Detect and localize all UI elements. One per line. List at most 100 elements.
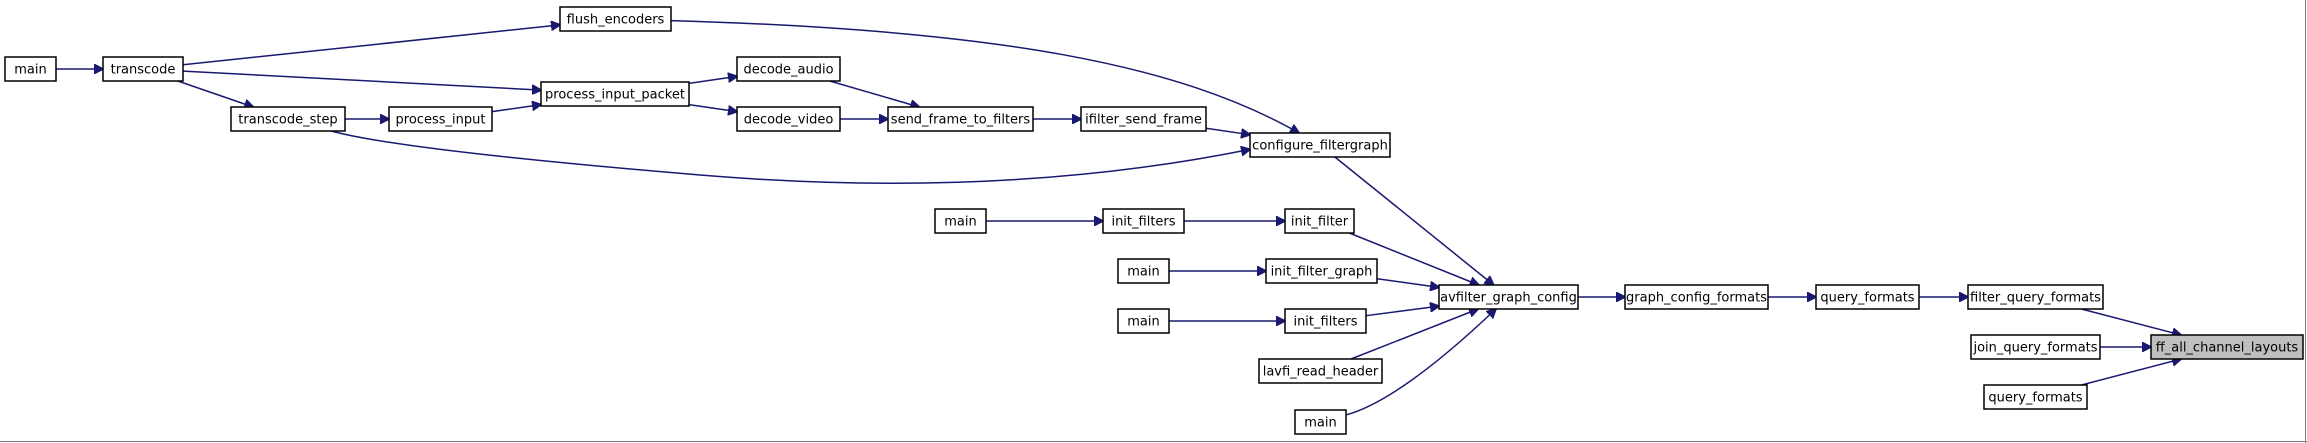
node-flush-encoders[interactable]: flush_encoders: [559, 6, 672, 32]
edge-lavfi-read-header-to-avfilter-graph-config: [1350, 309, 1478, 360]
node-graph-config-formats[interactable]: graph_config_formats: [1624, 284, 1769, 310]
node-label: join_query_formats: [1972, 341, 2097, 356]
node-box: [1438, 284, 1579, 310]
node-box: [736, 56, 841, 82]
node-box: [540, 81, 690, 107]
edge-init-filters-2-to-avfilter-graph-config: [1365, 306, 1439, 317]
node-init-filters-1[interactable]: init_filters: [1102, 208, 1185, 234]
edge-init-filter-to-avfilter-graph-config: [1349, 232, 1478, 285]
node-label: main: [14, 63, 46, 78]
edge-process-input-to-process-input-packet: [491, 105, 541, 113]
node-box: [230, 106, 346, 132]
node-label: avfilter_graph_config: [1440, 291, 1577, 306]
edge-main-5-to-avfilter-graph-config: [1345, 309, 1496, 416]
edge-transcode-step-to-configure-filtergraph: [331, 130, 1250, 185]
edge-transcode-to-flush-encoders: [182, 25, 560, 66]
node-box: [1102, 208, 1185, 234]
node-label: init_filter_graph: [1271, 265, 1373, 280]
node-process-input-packet[interactable]: process_input_packet: [540, 81, 690, 107]
edges-layer: [56, 19, 2181, 416]
node-decode-video[interactable]: decode_video: [736, 106, 841, 132]
edge-filter-query-formats-to-ff-all-channel-layouts: [2081, 308, 2181, 335]
node-join-query-formats[interactable]: join_query_formats: [1970, 334, 2101, 360]
node-query-formats-2[interactable]: query_formats: [1983, 384, 2088, 410]
node-box: [887, 106, 1034, 132]
node-label: init_filters: [1111, 215, 1175, 230]
node-label: ff_all_channel_layouts: [2156, 341, 2299, 356]
node-box: [1258, 358, 1383, 384]
node-main-5[interactable]: main: [1294, 409, 1347, 435]
node-box: [1624, 284, 1769, 310]
node-main-2[interactable]: main: [934, 208, 987, 234]
node-box: [559, 6, 672, 32]
node-box: [102, 56, 184, 82]
node-label: main: [1127, 265, 1159, 280]
node-main-1[interactable]: main: [4, 56, 57, 82]
node-decode-audio[interactable]: decode_audio: [736, 56, 841, 82]
edge-flush-encoders-to-configure-filtergraph: [670, 19, 1299, 133]
node-label: decode_video: [744, 113, 834, 128]
node-avfilter-graph-config[interactable]: avfilter_graph_config: [1438, 284, 1579, 310]
node-init-filter[interactable]: init_filter: [1284, 208, 1355, 234]
edge-decode-audio-to-send-frame-to-filters: [829, 80, 919, 107]
node-box: [1117, 308, 1170, 334]
node-box: [1265, 258, 1378, 284]
node-transcode-step[interactable]: transcode_step: [230, 106, 346, 132]
node-configure-filtergraph[interactable]: configure_filtergraph: [1249, 132, 1391, 158]
node-box: [1815, 284, 1920, 310]
node-label: main: [944, 215, 976, 230]
node-init-filter-graph[interactable]: init_filter_graph: [1265, 258, 1378, 284]
node-ifilter-send-frame[interactable]: ifilter_send_frame: [1080, 106, 1207, 132]
node-filter-query-formats[interactable]: filter_query_formats: [1967, 284, 2104, 310]
node-label: configure_filtergraph: [1252, 139, 1388, 154]
node-label: send_frame_to_filters: [891, 113, 1031, 128]
node-box: [1249, 132, 1391, 158]
node-box: [736, 106, 841, 132]
node-box: [1284, 208, 1355, 234]
node-ff-all-channel-layouts[interactable]: ff_all_channel_layouts: [2150, 334, 2304, 360]
node-label: transcode_step: [238, 113, 337, 128]
edge-configure-filtergraph-to-avfilter-graph-config: [1334, 156, 1494, 285]
node-box: [1967, 284, 2104, 310]
node-box: [1983, 384, 2088, 410]
nodes-layer: main transcode transcode_step flush_encoder…: [4, 6, 2304, 435]
node-send-frame-to-filters[interactable]: send_frame_to_filters: [887, 106, 1034, 132]
node-main-3[interactable]: main: [1117, 258, 1170, 284]
edge-init-filter-graph-to-avfilter-graph-config: [1376, 277, 1439, 288]
node-label: ifilter_send_frame: [1085, 113, 1202, 128]
node-label: graph_config_formats: [1626, 291, 1767, 306]
node-label: process_input_packet: [545, 88, 685, 103]
node-lavfi-read-header[interactable]: lavfi_read_header: [1258, 358, 1383, 384]
edge-query-formats-2-to-ff-all-channel-layouts: [2081, 359, 2181, 386]
node-label: main: [1304, 416, 1336, 431]
node-label: filter_query_formats: [1970, 291, 2101, 306]
node-label: init_filters: [1293, 315, 1357, 330]
node-label: transcode: [111, 63, 176, 78]
node-transcode[interactable]: transcode: [102, 56, 184, 82]
node-box: [2150, 334, 2304, 360]
edge-transcode-to-transcode-step: [177, 80, 253, 107]
node-box: [934, 208, 987, 234]
node-box: [388, 106, 493, 132]
node-main-4[interactable]: main: [1117, 308, 1170, 334]
node-process-input[interactable]: process_input: [388, 106, 493, 132]
node-box: [1080, 106, 1207, 132]
node-label: main: [1127, 315, 1159, 330]
node-label: query_formats: [1988, 391, 2082, 406]
node-label: init_filter: [1291, 215, 1349, 230]
node-query-formats-1[interactable]: query_formats: [1815, 284, 1920, 310]
node-box: [1970, 334, 2101, 360]
node-box: [1117, 258, 1170, 284]
node-init-filters-2[interactable]: init_filters: [1284, 308, 1367, 334]
edge-process-input-packet-to-decode-video: [688, 103, 737, 112]
edge-ifilter-send-frame-to-configure-filtergraph: [1205, 127, 1250, 134]
node-box: [1294, 409, 1347, 435]
node-label: query_formats: [1820, 291, 1914, 306]
edge-transcode-to-process-input-packet: [182, 70, 541, 90]
node-label: lavfi_read_header: [1263, 365, 1379, 380]
node-box: [4, 56, 57, 82]
node-label: decode_audio: [743, 63, 833, 78]
node-box: [1284, 308, 1367, 334]
node-label: flush_encoders: [567, 13, 665, 28]
